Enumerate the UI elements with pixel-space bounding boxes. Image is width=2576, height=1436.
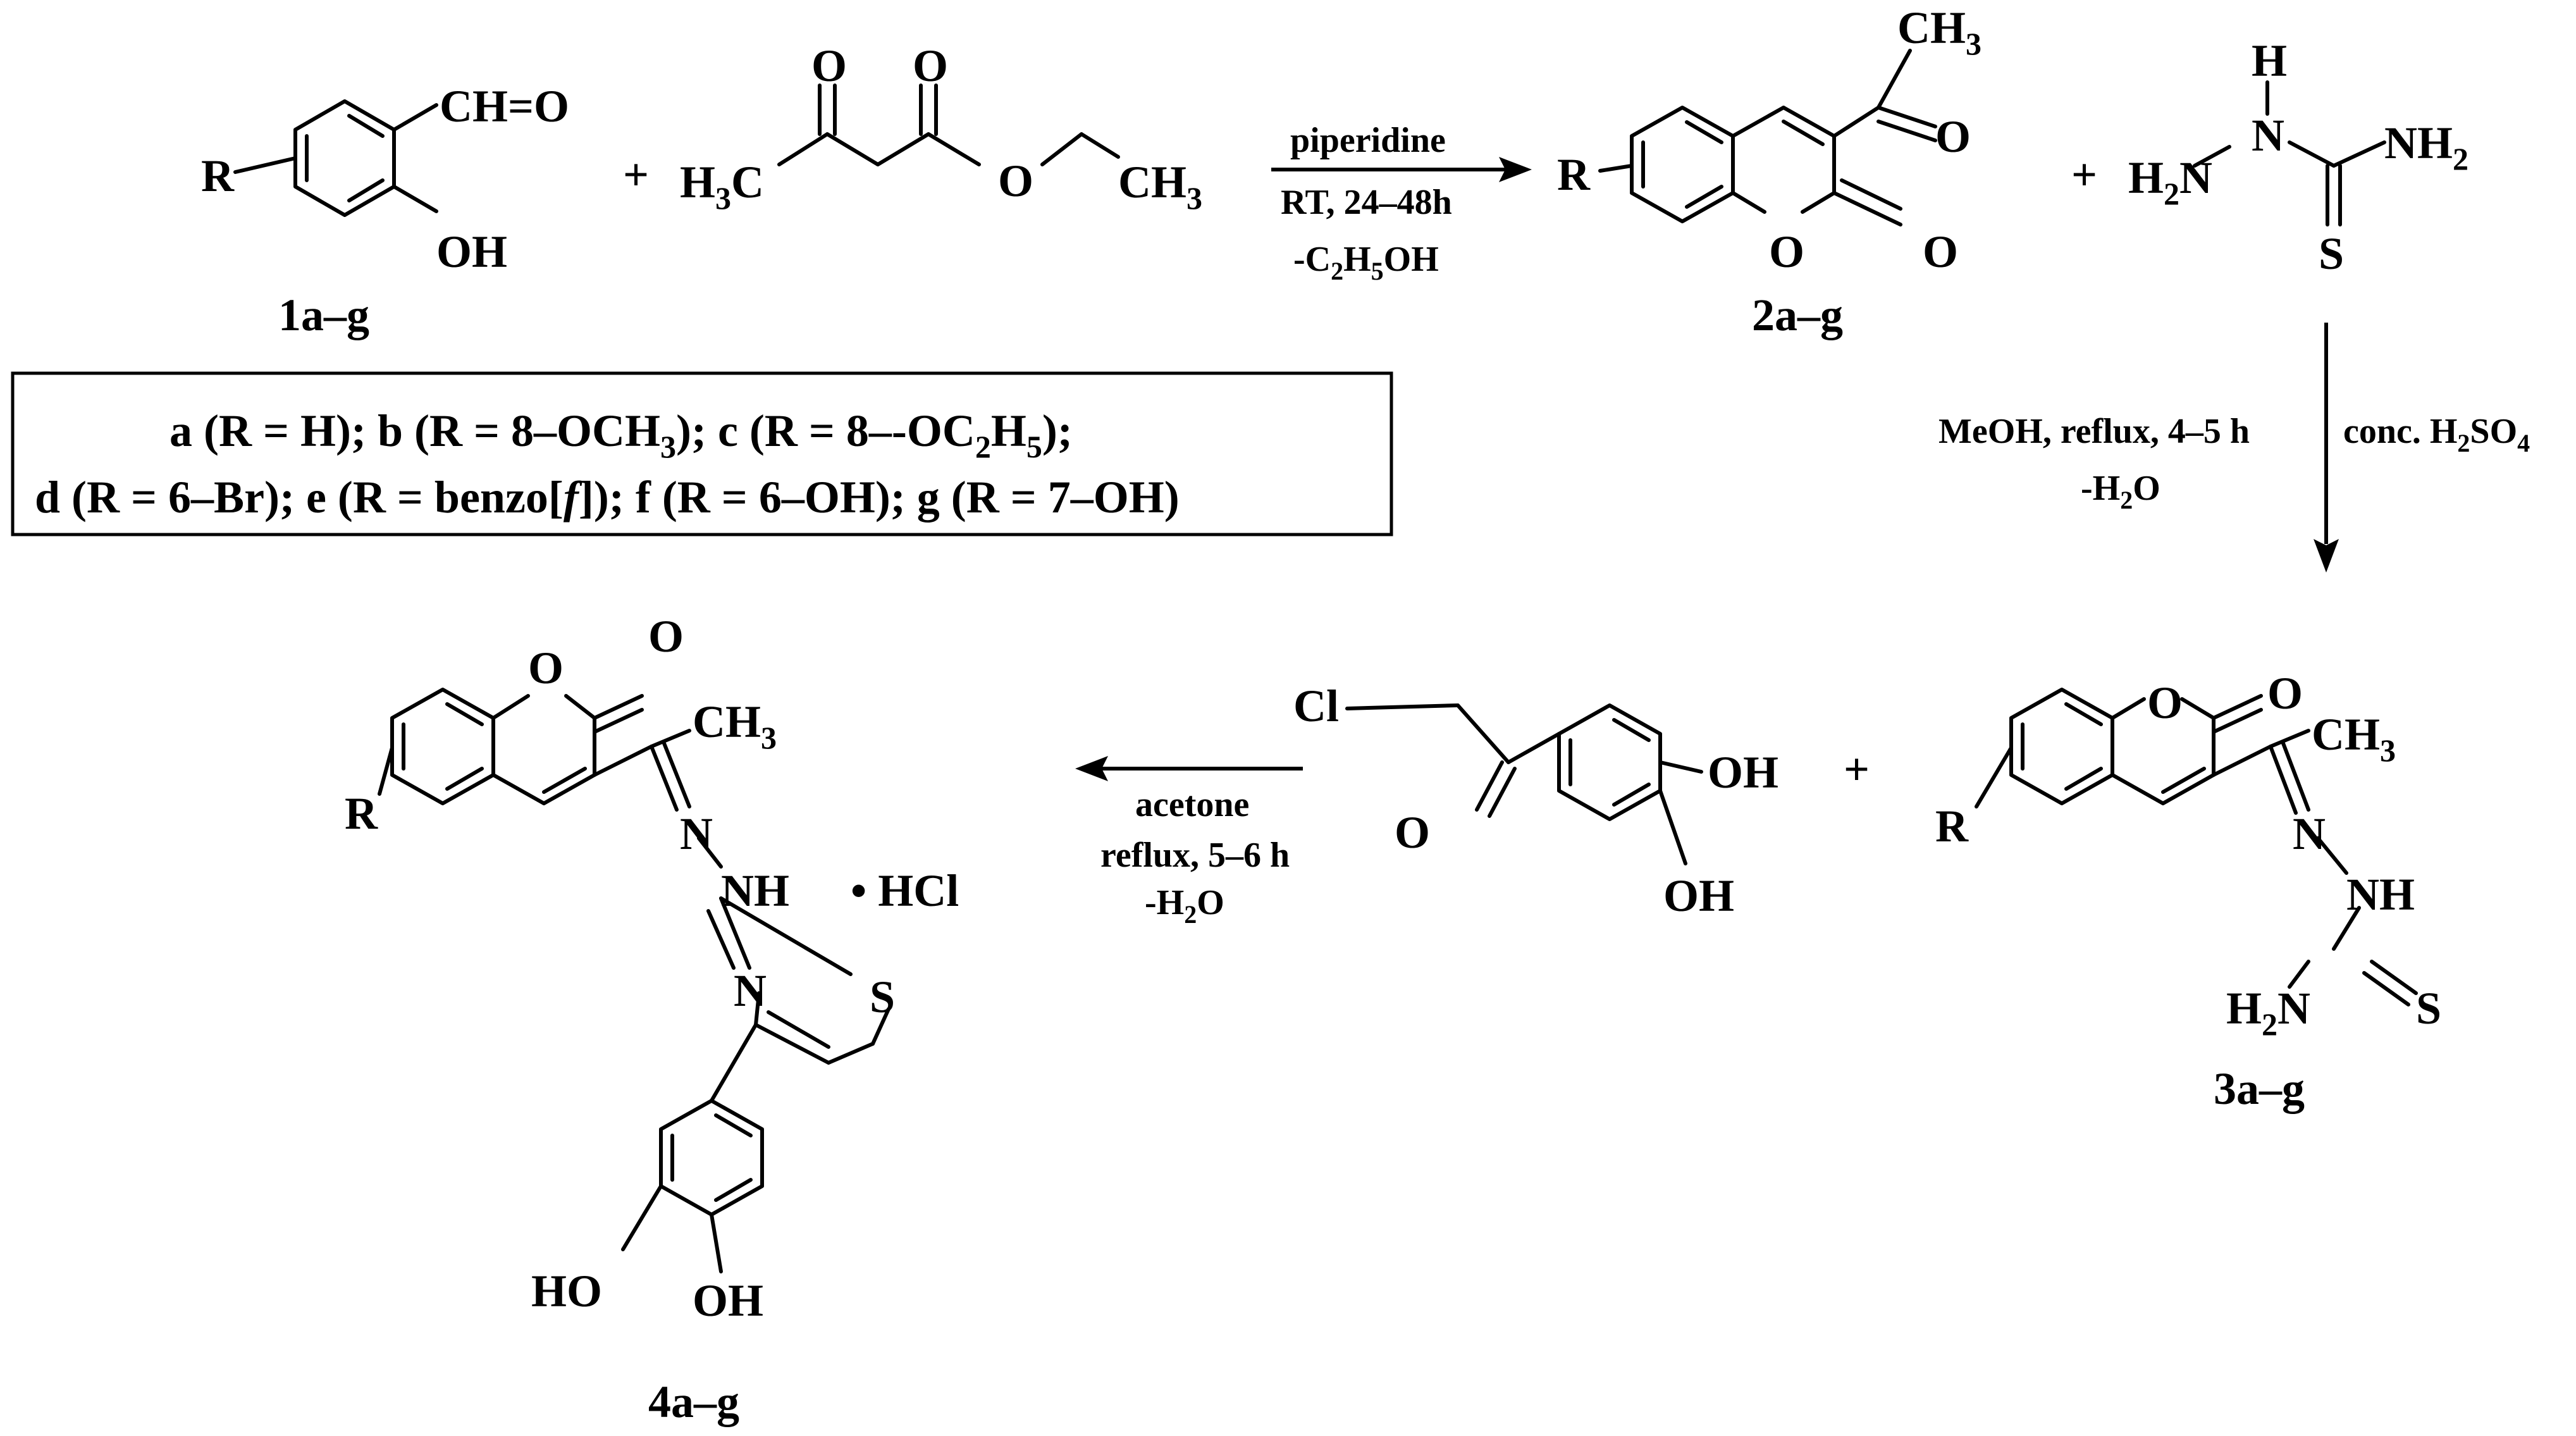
step2-right: conc. H2SO4: [2343, 412, 2530, 457]
c4-methyl: CH3: [693, 696, 777, 755]
c3-r-label: R: [1935, 801, 1969, 851]
compound-4: O O CH3 N NH • HCl N S R HO OH 4a–g: [345, 611, 959, 1427]
c4-thiazole-s: S: [870, 972, 895, 1022]
c3-lactone-o: O: [2267, 668, 2303, 719]
plus-sign-1: +: [623, 149, 649, 200]
clk-cl: Cl: [1293, 681, 1339, 731]
c4-name-label: 4a–g: [648, 1377, 739, 1427]
clk-oh2: OH: [1663, 870, 1734, 921]
arrow-step1: piperidine RT, 24–48h -C2H5OH: [1271, 121, 1532, 285]
plus-sign-3: +: [1844, 744, 1870, 795]
c4-lactone-o: O: [648, 611, 684, 662]
tsc-n-top: N: [2252, 110, 2284, 161]
substituent-legend: a (R = H); b (R = 8–OCH3); c (R = 8–-OC2…: [11, 371, 1393, 536]
compound-2: R CH3 O O O 2a–g: [1557, 3, 1981, 340]
legend-line1: a (R = H); b (R = 8–OCH3); c (R = 8–-OC2…: [169, 405, 1073, 464]
c1-aldehyde-label: CH=O: [440, 81, 569, 132]
c2-lactone-o: O: [1923, 226, 1958, 277]
c2-ring-o: O: [1769, 226, 1804, 277]
tsc-nh2-right: NH2: [2384, 118, 2468, 176]
eaa-keto-o: O: [811, 40, 847, 91]
step1-temp-time: RT, 24–48h: [1281, 183, 1452, 222]
c2-acetyl-methyl: CH3: [1897, 3, 1981, 61]
c4-ho: HO: [531, 1266, 602, 1316]
c4-oh: OH: [693, 1275, 763, 1326]
c4-nh: NH: [721, 865, 789, 916]
legend-line2: d (R = 6–Br); e (R = benzo[f]); f (R = 6…: [35, 472, 1180, 523]
clk-oh1: OH: [1708, 747, 1778, 798]
compound-3: O O CH3 N NH H2N S R 3a–g: [1935, 668, 2441, 1114]
c2-r-label: R: [1557, 149, 1591, 200]
c3-imine-n: N: [2293, 808, 2326, 859]
c3-ring-o: O: [2147, 678, 2183, 728]
c1-r-label: R: [201, 151, 235, 201]
thiosemicarbazide: H N H2N NH2 S: [2128, 35, 2468, 279]
c3-s: S: [2416, 983, 2441, 1034]
step3-line1: acetone: [1135, 785, 1249, 824]
c4-ring-o: O: [528, 643, 564, 693]
c1-hydroxyl-label: OH: [436, 226, 507, 277]
tsc-h2n-left: H2N: [2128, 152, 2212, 211]
c3-nh: NH: [2346, 869, 2415, 920]
arrow-step3: acetone reflux, 5–6 h -H2O: [1075, 756, 1303, 929]
eaa-ester-o: O: [913, 40, 948, 91]
step1-reagent: piperidine: [1290, 121, 1446, 160]
step1-byproduct: -C2H5OH: [1293, 240, 1439, 285]
ethyl-acetoacetate: O O O H3C CH3: [680, 40, 1202, 216]
tsc-s-label: S: [2319, 228, 2344, 279]
step2-left-line1: MeOH, reflux, 4–5 h: [1938, 412, 2250, 451]
c4-r-label: R: [345, 788, 378, 839]
clk-o: O: [1395, 807, 1430, 858]
compound-1: R CH=O OH 1a–g: [201, 81, 569, 340]
c3-name-label: 3a–g: [2214, 1063, 2305, 1114]
c1-name-label: 1a–g: [278, 290, 369, 340]
step3-line3: -H2O: [1145, 883, 1224, 929]
c4-imine-n: N: [680, 808, 713, 859]
c4-hcl: • HCl: [851, 865, 959, 916]
eaa-ether-o: O: [998, 156, 1033, 206]
c4-thiazole-n: N: [734, 965, 767, 1016]
c3-nh2: H2N: [2226, 983, 2310, 1042]
step2-left-line2: -H2O: [2081, 469, 2160, 514]
tsc-h-label: H: [2252, 35, 2287, 86]
eaa-methyl-right: CH3: [1118, 157, 1202, 216]
c3-methyl: CH3: [2312, 709, 2396, 768]
plus-sign-2: +: [2071, 149, 2097, 200]
c2-acetyl-o: O: [1935, 111, 1971, 162]
eaa-methyl-left: H3C: [680, 157, 764, 216]
arrow-step2: MeOH, reflux, 4–5 h -H2O conc. H2SO4: [1938, 323, 2530, 573]
chloroacetyl-catechol: Cl O OH OH: [1293, 681, 1778, 921]
step3-line2: reflux, 5–6 h: [1100, 836, 1290, 875]
c2-name-label: 2a–g: [1752, 290, 1843, 340]
